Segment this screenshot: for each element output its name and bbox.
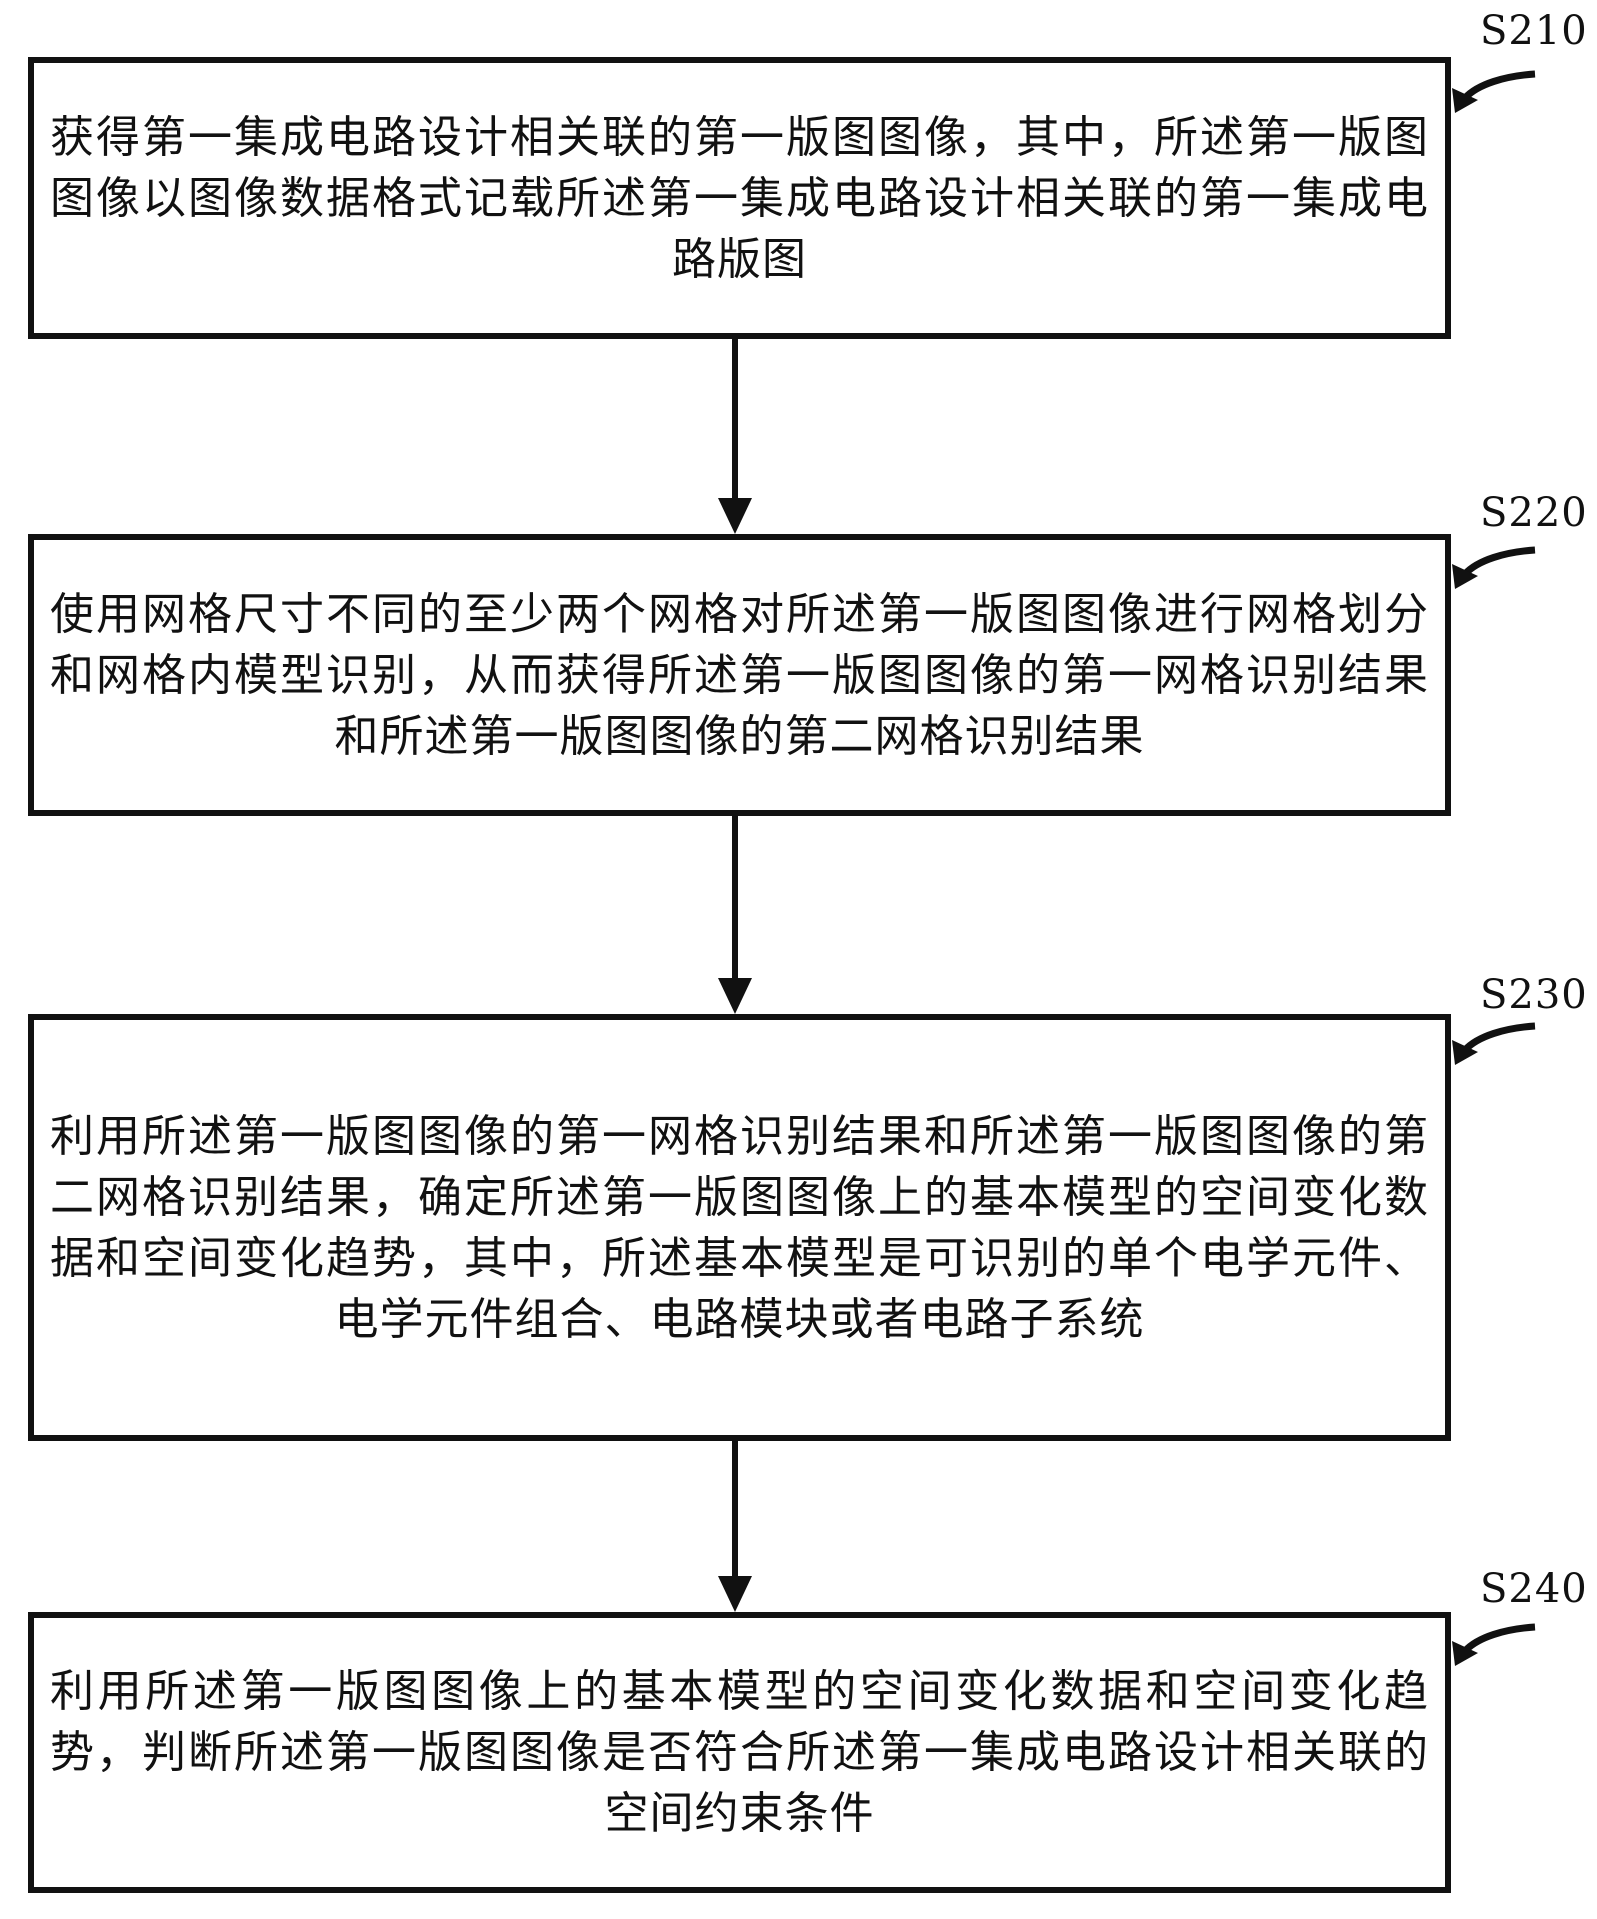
step-label-s210: S210: [1480, 8, 1588, 54]
step-box-s220: 使用网格尺寸不同的至少两个网格对所述第一版图图像进行网格划分和网格内模型识别，从…: [28, 534, 1451, 816]
flow-arrow-s220-s230: [718, 815, 752, 1014]
leader-arrow-s230: [1452, 1022, 1536, 1065]
step-text-s230: 利用所述第一版图图像的第一网格识别结果和所述第一版图图像的第二网格识别结果，确定…: [50, 1110, 1429, 1345]
step-label-s240: S240: [1480, 1566, 1588, 1612]
step-label-s220: S220: [1480, 490, 1588, 536]
leader-arrow-s210: [1452, 70, 1536, 113]
step-text-s220: 使用网格尺寸不同的至少两个网格对所述第一版图图像进行网格划分和网格内模型识别，从…: [50, 588, 1429, 762]
step-text-s240: 利用所述第一版图图像上的基本模型的空间变化数据和空间变化趋势，判断所述第一版图图…: [50, 1666, 1429, 1839]
step-box-s230: 利用所述第一版图图像的第一网格识别结果和所述第一版图图像的第二网格识别结果，确定…: [28, 1014, 1451, 1441]
step-text-s210: 获得第一集成电路设计相关联的第一版图图像，其中，所述第一版图图像以图像数据格式记…: [50, 111, 1429, 285]
step-label-s230: S230: [1480, 972, 1588, 1018]
flow-arrow-s210-s220: [718, 338, 752, 534]
step-box-s240: 利用所述第一版图图像上的基本模型的空间变化数据和空间变化趋势，判断所述第一版图图…: [28, 1612, 1451, 1893]
leader-arrow-s220: [1452, 546, 1536, 589]
leader-arrow-s240: [1452, 1623, 1536, 1666]
flow-arrow-s230-s240: [718, 1440, 752, 1612]
step-box-s210: 获得第一集成电路设计相关联的第一版图图像，其中，所述第一版图图像以图像数据格式记…: [28, 57, 1451, 339]
